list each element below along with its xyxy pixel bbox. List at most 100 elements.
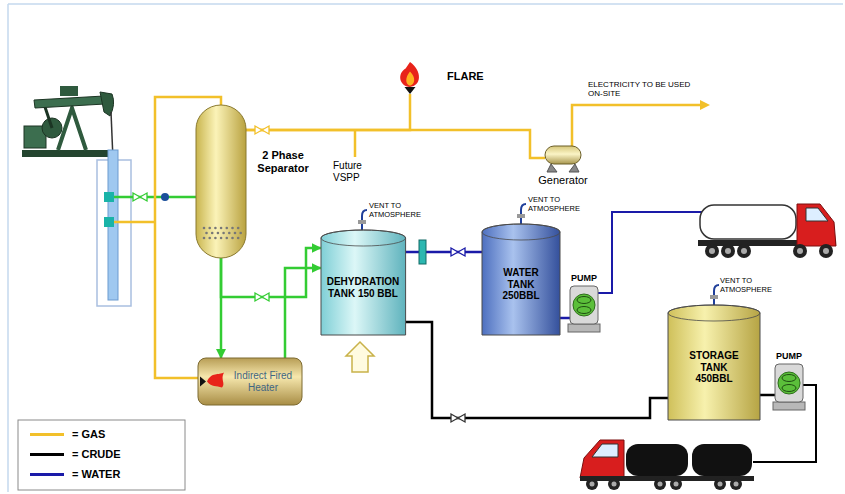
crude-truck — [608, 478, 620, 490]
crude-pump: PUMP — [775, 364, 803, 410]
crude-truck — [714, 478, 726, 490]
flare-stack: FLARE — [399, 62, 421, 94]
valve-symbol — [451, 414, 465, 422]
separator-vessel-outline — [226, 227, 229, 230]
node-label: Indirect Fired Heater — [230, 370, 296, 393]
valve-symbol — [255, 126, 269, 134]
node-label: PUMP — [571, 273, 597, 283]
crude-truck — [674, 482, 679, 487]
vent-symbol — [517, 214, 525, 218]
legend-row: = CRUDE — [30, 446, 121, 462]
separator-vessel-outline — [214, 237, 217, 240]
valve-symbol — [451, 248, 465, 256]
generator: Generator — [545, 146, 581, 172]
separator-vessel-outline — [237, 237, 240, 240]
water-truck — [741, 248, 747, 254]
pumpjack-illustration — [22, 150, 114, 157]
valve-symbol — [451, 414, 465, 422]
dehydration-tank-outline — [321, 230, 406, 335]
node-label: PUMP — [776, 351, 802, 361]
legend-swatch — [30, 433, 64, 436]
water-tank: WATER TANK 250BBL — [482, 224, 560, 335]
separator-vessel-outline — [214, 227, 217, 230]
crude-truck — [730, 478, 742, 490]
water-truck — [721, 244, 735, 258]
water-tank-outline — [482, 224, 560, 335]
node-label: Generator — [538, 174, 588, 187]
vent-symbol — [362, 210, 367, 216]
crude-emulsion-line — [285, 268, 321, 358]
well-lines — [114, 221, 155, 224]
water-truck — [806, 208, 828, 221]
crude-truck — [718, 482, 723, 487]
crude-pump-outline — [782, 385, 796, 392]
wellbore — [97, 150, 131, 306]
filter-symbol — [419, 240, 426, 264]
legend-row: = WATER — [30, 466, 120, 482]
water-pump-outline — [577, 307, 591, 314]
water-tank-outline — [482, 224, 560, 240]
crude-truck — [658, 482, 663, 487]
pumpjack-illustration — [58, 108, 86, 150]
water-truck — [698, 204, 836, 258]
node-label: WATER TANK 250BBL — [502, 267, 539, 302]
future-note: Future VSPP — [333, 160, 383, 183]
water-pump-outline — [568, 324, 600, 332]
crude-truck — [626, 444, 688, 476]
crude-truck — [612, 482, 617, 487]
separator-vessel-outline — [239, 232, 242, 235]
water-truck — [819, 244, 833, 258]
separator-vessel-outline — [226, 237, 229, 240]
separator-vessel-outline — [196, 105, 246, 258]
separator-vessel-outline — [231, 237, 234, 240]
vspp-stub — [355, 130, 356, 157]
pumpjack-illustration — [22, 86, 114, 160]
dehydration-tank-outline — [321, 230, 406, 246]
legend-frame — [18, 420, 185, 490]
separator-vessel-outline — [208, 237, 211, 240]
check-valve — [161, 193, 169, 201]
crude-pump-outline — [778, 372, 800, 394]
electricity-line — [572, 105, 700, 148]
crude-truck — [734, 482, 739, 487]
node-label: STORAGE TANK 450BBL — [689, 350, 738, 385]
crude-truck — [692, 444, 752, 476]
water-pump-outline — [570, 286, 598, 332]
separator-vessel-outline — [222, 232, 225, 235]
pumpjack-illustration — [60, 86, 78, 96]
electricity-line — [572, 100, 710, 148]
legend-text: = GAS — [72, 428, 105, 441]
dehydration-tank: DEHYDRATION TANK 150 BBL — [321, 230, 406, 335]
vent-symbol — [714, 285, 719, 291]
crude-truck — [580, 440, 624, 478]
indirect-fired-heater-outline — [198, 358, 302, 405]
flare-stack-outline — [406, 72, 414, 86]
vspp-stub — [354, 130, 357, 157]
vent-symbol — [710, 285, 719, 305]
crude-pump-outline — [775, 364, 803, 410]
water-pump-outline — [577, 297, 591, 304]
storage-tank: STORAGE TANK 450BBL — [668, 305, 760, 420]
flare-stack-outline — [400, 62, 419, 87]
valve-symbol — [255, 293, 269, 301]
heat-arrow — [346, 342, 374, 372]
wellbore — [104, 217, 114, 227]
vent-symbol — [517, 204, 526, 224]
legend-swatch — [30, 473, 64, 476]
valve-symbol — [133, 193, 147, 201]
wellbore — [104, 192, 114, 202]
vent-label: VENT TO ATMOSPHERE — [720, 277, 782, 294]
crude-line — [405, 322, 668, 418]
legend-row: = GAS — [30, 426, 105, 442]
separator-vessel-outline — [237, 227, 240, 230]
separator-vessel-outline — [203, 237, 206, 240]
flare-stack-outline — [405, 87, 416, 94]
water-truck — [700, 205, 796, 239]
separator-vessel-outline — [196, 105, 246, 258]
crude-truck — [580, 440, 754, 490]
indirect-fired-heater: Indirect Fired Heater — [198, 358, 302, 405]
crude-pump-outline — [782, 375, 796, 382]
page-frame — [8, 3, 843, 5]
legend-text: = CRUDE — [72, 448, 121, 461]
separator-vessel-outline — [205, 232, 208, 235]
